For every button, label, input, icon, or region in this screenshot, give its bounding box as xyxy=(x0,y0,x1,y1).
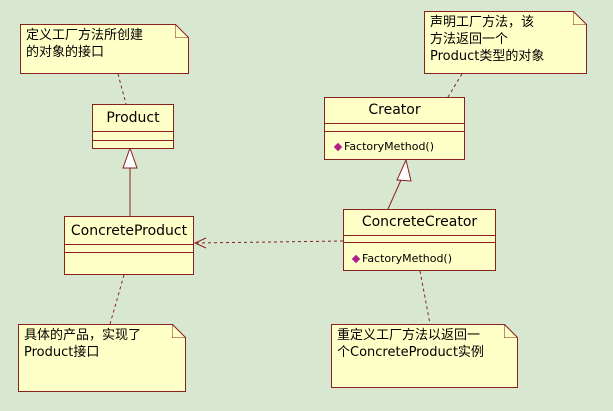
concrete-product-note-text: 具体的产品，实现了 Product接口 xyxy=(24,327,141,361)
dependency-arrowhead xyxy=(193,237,207,249)
product-class[interactable]: Product xyxy=(92,104,174,149)
product-class-name: Product xyxy=(106,110,160,126)
operation-diamond-icon xyxy=(351,254,361,263)
concrete-creator-note: 重定义工厂方法以返回一 个ConcreteProduct实例 xyxy=(331,324,518,388)
concrete-creator-operation: FactoryMethod() xyxy=(351,252,453,265)
attributes-divider xyxy=(93,131,173,132)
operations-divider xyxy=(325,131,464,132)
creator-note: 声明工厂方法，该 方法返回一个 Product类型的对象 xyxy=(424,11,587,74)
product-note-anchor xyxy=(117,73,127,105)
creator-operation-label: FactoryMethod() xyxy=(344,140,435,153)
concrete-product-class-name: ConcreteProduct xyxy=(70,223,188,239)
creator-note-line-3: Product类型的对象 xyxy=(430,49,545,64)
concrete-creator-class-name: ConcreteCreator xyxy=(361,214,478,230)
creator-note-text: 声明工厂方法，该 方法返回一个 Product类型的对象 xyxy=(430,14,544,65)
concrete-creator-note-line-1: 重定义工厂方法以返回一 xyxy=(337,328,481,343)
concrete-product-note-anchor xyxy=(109,274,125,325)
creator-note-line-2: 方法返回一个 xyxy=(430,32,509,47)
product-note-line-2: 的对象的接口 xyxy=(26,45,105,60)
creator-generalization-line xyxy=(387,179,402,210)
creator-generalization-arrowhead xyxy=(396,158,412,182)
concrete-creator-note-anchor xyxy=(419,270,431,325)
note-fold-icon xyxy=(573,11,587,25)
product-note-text: 定义工厂方法所创建 的对象的接口 xyxy=(26,27,143,61)
operations-divider xyxy=(344,242,495,243)
operations-divider xyxy=(65,252,193,253)
operation-diamond-icon xyxy=(333,142,343,151)
dependency-line xyxy=(196,240,344,244)
product-generalization-arrowhead xyxy=(122,146,138,169)
note-fold-icon xyxy=(172,324,186,338)
creator-class[interactable]: Creator FactoryMethod() xyxy=(324,97,465,160)
concrete-creator-note-line-2: 个ConcreteProduct实例 xyxy=(337,345,484,360)
product-note-line-1: 定义工厂方法所创建 xyxy=(26,28,144,43)
attributes-divider xyxy=(325,123,464,124)
operations-divider xyxy=(93,140,173,141)
concrete-product-note-line-1: 具体的产品，实现了 xyxy=(24,328,142,343)
concrete-product-note: 具体的产品，实现了 Product接口 xyxy=(18,324,186,392)
note-fold-icon xyxy=(175,24,189,38)
concrete-product-note-line-2: Product接口 xyxy=(24,345,100,360)
creator-note-anchor xyxy=(447,73,463,98)
creator-note-line-1: 声明工厂方法，该 xyxy=(430,15,535,30)
concrete-product-class[interactable]: ConcreteProduct xyxy=(64,216,194,275)
creator-operation: FactoryMethod() xyxy=(333,140,435,153)
note-fold-icon xyxy=(504,324,518,338)
concrete-creator-operation-label: FactoryMethod() xyxy=(362,252,453,265)
creator-class-name: Creator xyxy=(368,102,421,118)
concrete-creator-class[interactable]: ConcreteCreator FactoryMethod() xyxy=(343,209,496,271)
concrete-creator-note-text: 重定义工厂方法以返回一 个ConcreteProduct实例 xyxy=(337,327,484,361)
attributes-divider xyxy=(65,244,193,245)
product-note: 定义工厂方法所创建 的对象的接口 xyxy=(20,24,189,74)
attributes-divider xyxy=(344,235,495,236)
